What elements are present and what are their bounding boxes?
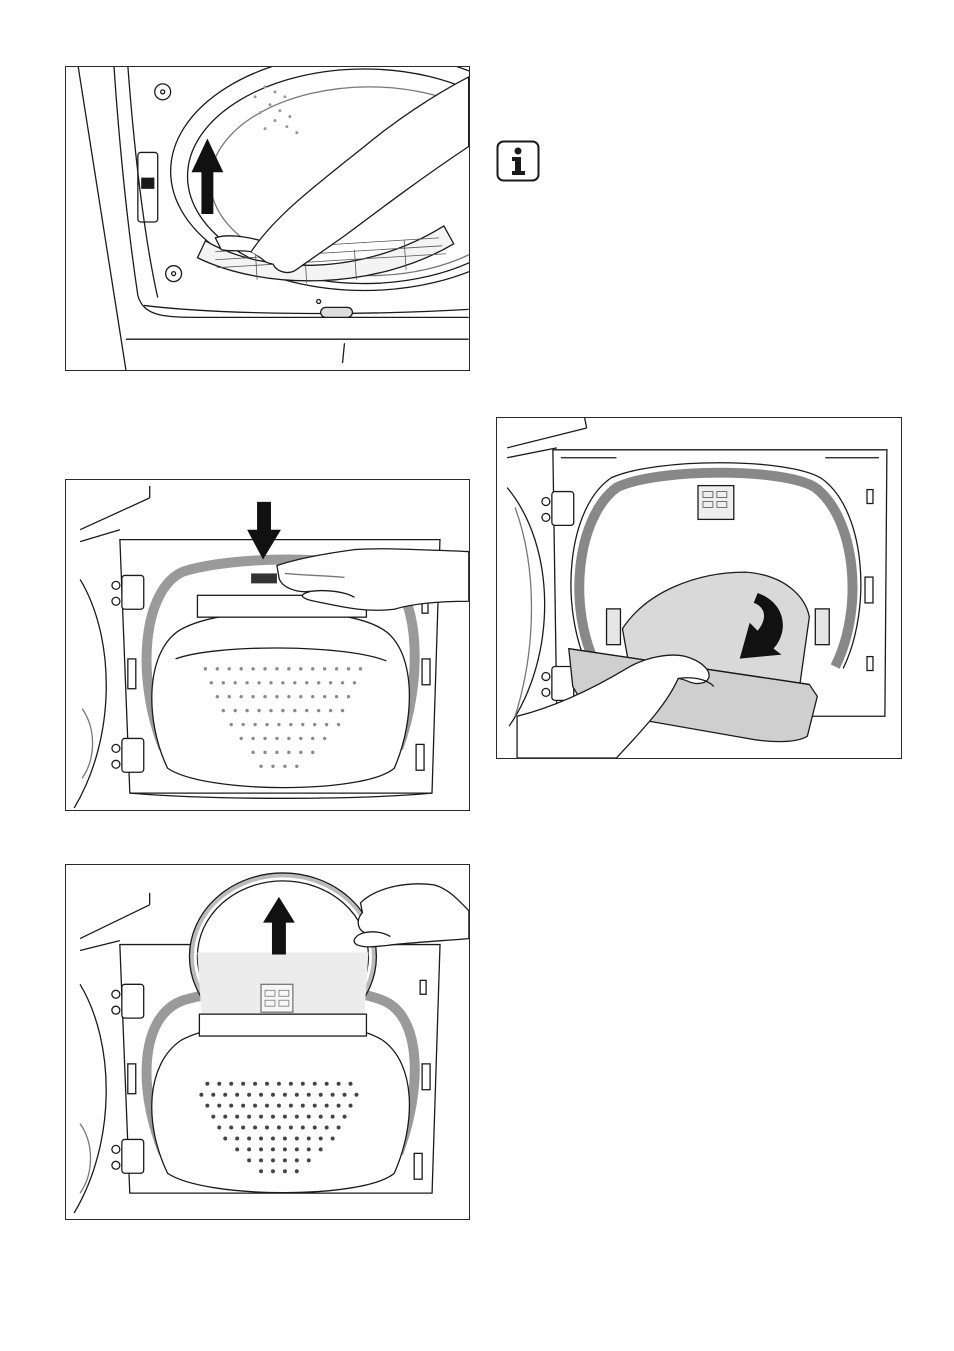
arrow-up-icon bbox=[192, 139, 224, 215]
arrow-down-icon bbox=[247, 502, 281, 560]
door-tilt-illustration bbox=[496, 417, 902, 759]
door-remove-illustration bbox=[65, 864, 470, 1220]
info-icon bbox=[496, 140, 540, 182]
filter-lift-illustration bbox=[65, 66, 470, 371]
door-latch-press-illustration bbox=[65, 479, 470, 811]
